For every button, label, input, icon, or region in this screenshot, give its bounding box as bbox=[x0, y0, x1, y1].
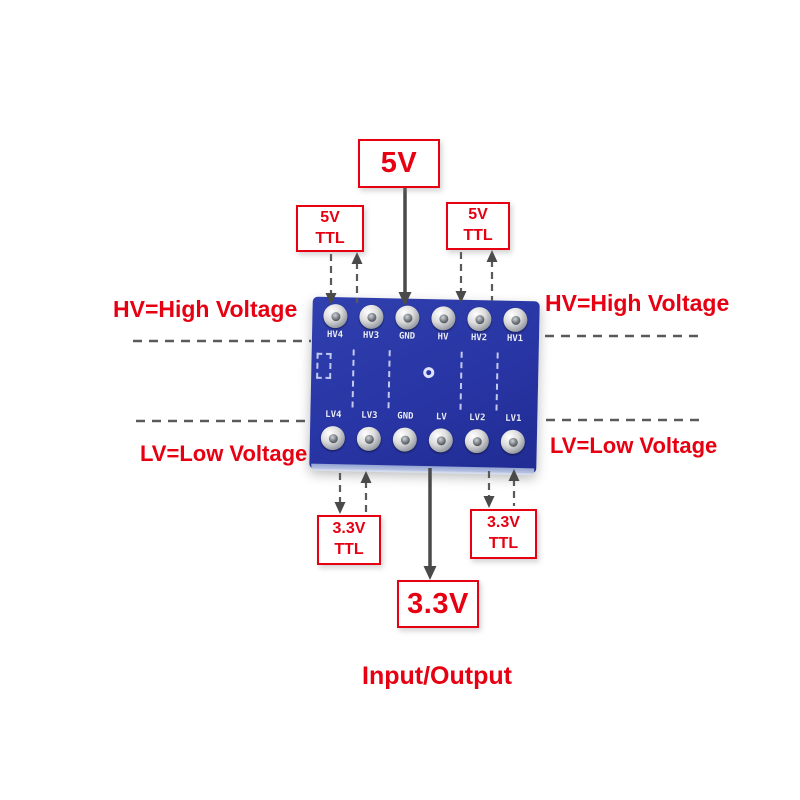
dashed-arrow-head bbox=[325, 293, 337, 305]
dashed-arrow-head bbox=[360, 471, 372, 483]
ttl-5v-right-label: 5V TTL bbox=[463, 206, 493, 244]
dashed-arrow-head bbox=[351, 252, 363, 264]
arrow-3v3-head bbox=[423, 566, 437, 580]
ttl-3v3-right-box: 3.3V TTL bbox=[470, 509, 537, 559]
lv-right-label: LV=Low Voltage bbox=[550, 433, 718, 458]
dashed-arrow-head bbox=[486, 250, 498, 262]
arrow-5v-head bbox=[398, 292, 412, 306]
hv-right-label: HV=High Voltage bbox=[545, 290, 730, 316]
ttl-5v-right-box: 5V TTL bbox=[446, 202, 510, 250]
dashed-arrow-head bbox=[508, 469, 520, 481]
lv-left-label: LV=Low Voltage bbox=[140, 441, 308, 466]
supply-5v-label: 5V bbox=[380, 147, 418, 179]
caption-input-output: Input/Output bbox=[362, 662, 512, 690]
ttl-3v3-left-label: 3.3V TTL bbox=[332, 520, 366, 558]
ttl-5v-left-label: 5V TTL bbox=[315, 208, 345, 247]
supply-5v-box: 5V bbox=[358, 139, 440, 188]
supply-3v3-box: 3.3V bbox=[397, 580, 479, 628]
ttl-5v-left-box: 5V TTL bbox=[296, 205, 364, 252]
ttl-3v3-left-box: 3.3V TTL bbox=[317, 515, 381, 565]
ttl-3v3-right-label: 3.3V TTL bbox=[487, 514, 520, 552]
dashed-arrow-head bbox=[334, 502, 346, 514]
dashed-arrow-head bbox=[483, 496, 495, 508]
dashed-arrow-head bbox=[455, 291, 467, 303]
supply-3v3-label: 3.3V bbox=[407, 587, 469, 620]
hv-left-label: HV=High Voltage bbox=[113, 296, 298, 322]
